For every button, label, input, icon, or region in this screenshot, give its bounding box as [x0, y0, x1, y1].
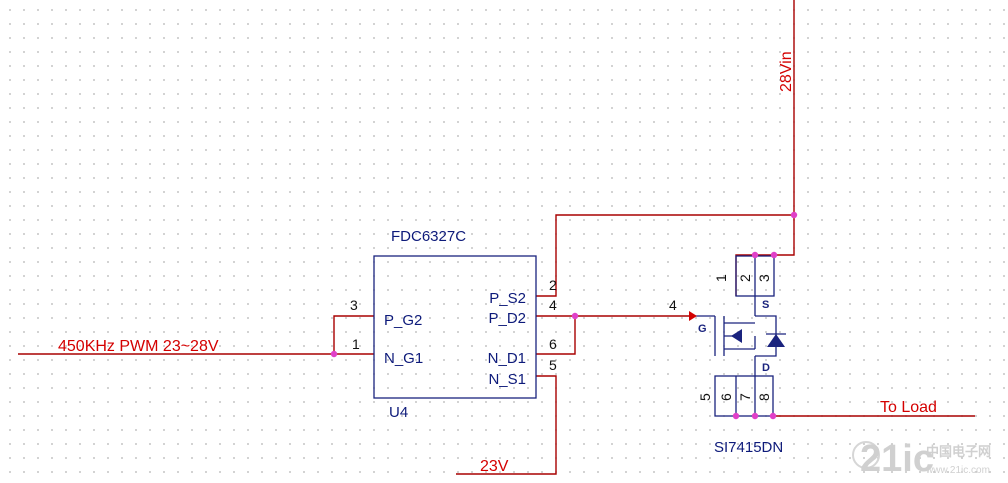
junction-dot [571, 312, 579, 320]
junction-dot [770, 251, 778, 259]
q1-pin-number-3: 3 [756, 274, 772, 282]
u4-body [373, 255, 537, 399]
u4-reference: U4 [389, 404, 408, 421]
u4-pin-name-n-d1: N_D1 [488, 350, 526, 367]
watermark-cn: 中国电子网 [926, 444, 991, 459]
u4-pin-name-p-g2: P_G2 [384, 312, 422, 329]
junction-dot [751, 251, 759, 259]
net-label-23v: 23V [480, 458, 509, 475]
wires [18, 0, 975, 475]
watermark-url: www.21ic.com [925, 465, 990, 476]
junction-dot [769, 412, 777, 420]
q1-drain-label: D [762, 362, 770, 374]
body-diode-icon [767, 334, 785, 347]
q1-si7415dn [689, 255, 786, 417]
u4-fdc6327c [373, 255, 537, 399]
u4-pin-name-n-g1: N_G1 [384, 350, 423, 367]
q1-pin-number-6: 6 [718, 393, 734, 401]
u4-pin-number-3: 3 [350, 297, 358, 313]
q1-bottom-pin-box [714, 375, 774, 417]
q1-source-label: S [762, 299, 769, 311]
u4-pin-number-2: 2 [549, 277, 557, 293]
watermark: 21ic 中国电子网 www.21ic.com [852, 438, 991, 480]
u4-pin-number-5: 5 [549, 357, 557, 373]
u4-part-number: FDC6327C [391, 228, 466, 245]
watermark-brand: 21ic [860, 438, 934, 480]
gate-arrow-icon [689, 311, 697, 321]
u4-pin-name-p-s2: P_S2 [489, 290, 526, 307]
q1-part-number: SI7415DN [714, 439, 783, 456]
net-label-pwm: 450KHz PWM 23~28V [58, 338, 219, 355]
junctions [330, 211, 798, 420]
watermark-logo-icon [852, 441, 880, 469]
q1-pin-number-7: 7 [737, 393, 753, 401]
q1-pin-number-5: 5 [697, 393, 713, 401]
q1-pin-number-8: 8 [756, 393, 772, 401]
junction-dot [790, 211, 798, 219]
u4-pin-name-p-d2: P_D2 [488, 310, 526, 327]
net-label-28vin: 28Vin [778, 51, 795, 92]
q1-gate-pin-number: 4 [669, 297, 677, 313]
u4-pin-number-4: 4 [549, 297, 557, 313]
u4-pin-number-6: 6 [549, 336, 557, 352]
q1-pin-number-2: 2 [737, 274, 753, 282]
q1-gate-label: G [698, 323, 707, 335]
u4-pin-number-1: 1 [352, 336, 360, 352]
u4-pin-name-n-s1: N_S1 [488, 371, 526, 388]
net-label-to-load: To Load [880, 399, 937, 416]
junction-dot [330, 350, 338, 358]
junction-dot [751, 412, 759, 420]
q1-pin-number-1: 1 [713, 274, 729, 282]
channel-arrow-icon [731, 329, 742, 343]
junction-dot [732, 412, 740, 420]
